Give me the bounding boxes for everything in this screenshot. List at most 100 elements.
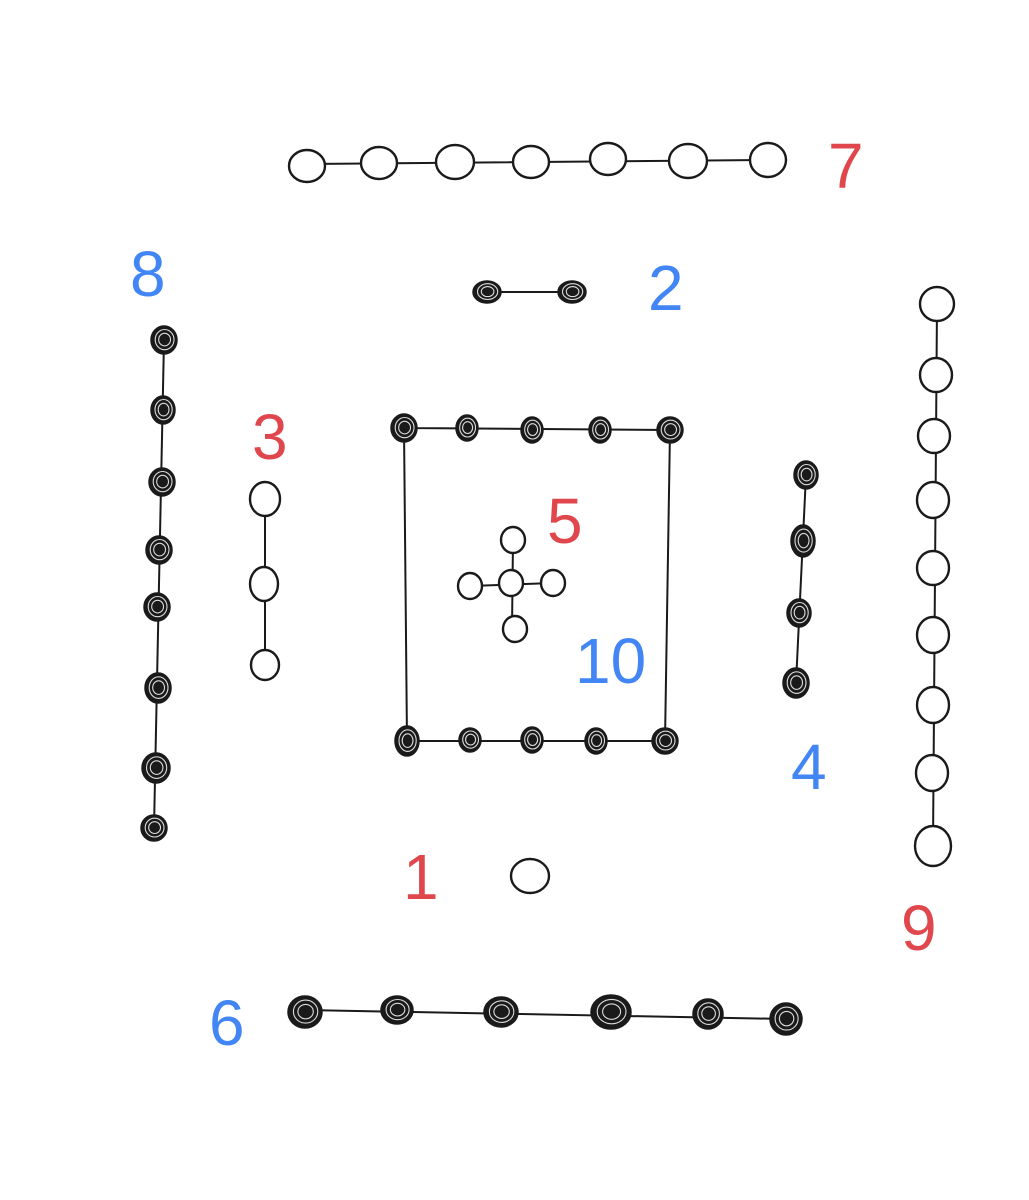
node-scribble bbox=[465, 733, 477, 746]
group-2: 2 bbox=[472, 252, 684, 324]
node-scribble bbox=[800, 467, 813, 482]
group-10-label: 10 bbox=[575, 625, 646, 697]
node-scribble bbox=[480, 286, 495, 298]
node-scribble bbox=[152, 680, 166, 695]
group-9-node bbox=[915, 480, 951, 520]
group-9-node bbox=[916, 417, 952, 455]
node-scribble bbox=[591, 734, 603, 748]
group-3-node bbox=[248, 480, 282, 518]
group-7-node bbox=[748, 141, 788, 179]
node-scribble bbox=[592, 419, 610, 440]
node-scribble bbox=[774, 1006, 799, 1031]
node-scribble bbox=[149, 538, 170, 561]
group-3-node bbox=[249, 648, 281, 682]
node-scribble bbox=[488, 1000, 515, 1023]
node-scribble bbox=[561, 283, 584, 301]
group-9-node bbox=[915, 685, 951, 725]
node-scribble bbox=[398, 729, 417, 752]
group-3-label: 3 bbox=[252, 401, 288, 473]
group-3-node bbox=[248, 565, 280, 603]
node-scribble bbox=[527, 733, 539, 747]
node-scribble bbox=[797, 532, 810, 549]
node-scribble bbox=[790, 675, 804, 690]
group-9-node bbox=[918, 356, 954, 394]
group-9-label: 9 bbox=[901, 892, 937, 964]
node-scribble bbox=[790, 601, 809, 624]
group-1-node bbox=[509, 857, 551, 895]
group-10: 10 bbox=[390, 413, 684, 757]
group-9-node bbox=[913, 824, 953, 868]
node-scribble bbox=[524, 419, 542, 440]
node-scribble bbox=[385, 998, 410, 1021]
node-scribble bbox=[476, 283, 499, 301]
group-6-label: 6 bbox=[209, 987, 245, 1059]
node-scribble bbox=[588, 730, 606, 751]
node-scribble bbox=[462, 421, 474, 435]
node-scribble bbox=[794, 528, 813, 553]
node-scribble bbox=[797, 463, 816, 486]
node-scribble bbox=[701, 1006, 716, 1021]
group-5-node bbox=[501, 614, 529, 644]
node-scribble bbox=[778, 1010, 795, 1027]
node-scribble bbox=[524, 729, 542, 750]
group-7-node bbox=[287, 148, 327, 184]
node-scribble bbox=[152, 470, 173, 493]
node-scribble bbox=[154, 398, 173, 421]
group-5: 5 bbox=[456, 485, 583, 644]
group-6: 6 bbox=[209, 987, 803, 1059]
group-9-node bbox=[915, 549, 951, 587]
group-4-edge bbox=[795, 474, 807, 684]
group-9-node bbox=[914, 753, 950, 793]
group-2-label: 2 bbox=[648, 252, 684, 324]
node-scribble bbox=[158, 332, 172, 347]
group-1: 1 bbox=[403, 841, 551, 913]
group-9-node bbox=[918, 285, 956, 323]
node-scribble bbox=[659, 734, 673, 748]
group-5-node bbox=[456, 571, 484, 601]
node-scribble bbox=[389, 1002, 406, 1017]
group-7-node bbox=[588, 141, 628, 177]
node-scribble bbox=[148, 821, 162, 835]
node-scribble bbox=[596, 998, 627, 1025]
node-scribble bbox=[664, 423, 678, 437]
node-scribble bbox=[462, 730, 480, 749]
group-5-node bbox=[499, 525, 527, 555]
node-scribble bbox=[660, 419, 681, 440]
group-7: 7 bbox=[287, 130, 864, 202]
node-scribble bbox=[602, 1003, 622, 1020]
group-7-node bbox=[667, 142, 709, 180]
group-8-label: 8 bbox=[130, 238, 166, 310]
group-7-node bbox=[359, 145, 399, 181]
node-scribble bbox=[398, 420, 412, 435]
node-scribble bbox=[394, 416, 415, 439]
node-scribble bbox=[493, 1004, 510, 1019]
node-scribble bbox=[157, 402, 170, 417]
node-scribble bbox=[401, 733, 414, 748]
group-9: 9 bbox=[901, 285, 956, 964]
group-7-node bbox=[511, 144, 551, 180]
group-8: 8 bbox=[130, 238, 178, 842]
node-scribble bbox=[655, 730, 676, 751]
node-scribble bbox=[149, 760, 164, 775]
node-scribble bbox=[786, 671, 807, 694]
group-7-node bbox=[434, 143, 476, 181]
group-4: 4 bbox=[782, 460, 827, 803]
node-scribble bbox=[148, 676, 169, 699]
node-scribble bbox=[153, 542, 167, 557]
group-9-node bbox=[915, 615, 951, 655]
group-1-label: 1 bbox=[403, 841, 439, 913]
node-scribble bbox=[459, 417, 477, 438]
node-scribble bbox=[156, 474, 170, 489]
node-scribble bbox=[292, 999, 319, 1024]
node-scribble bbox=[793, 605, 806, 620]
group-5-node bbox=[539, 568, 567, 598]
node-scribble bbox=[697, 1002, 720, 1025]
node-scribble bbox=[154, 328, 175, 351]
group-5-node bbox=[497, 568, 525, 598]
node-scribble bbox=[595, 423, 607, 437]
node-scribble bbox=[527, 423, 539, 437]
node-scribble bbox=[147, 595, 168, 618]
group-4-label: 4 bbox=[791, 731, 827, 803]
group-7-label: 7 bbox=[828, 130, 864, 202]
